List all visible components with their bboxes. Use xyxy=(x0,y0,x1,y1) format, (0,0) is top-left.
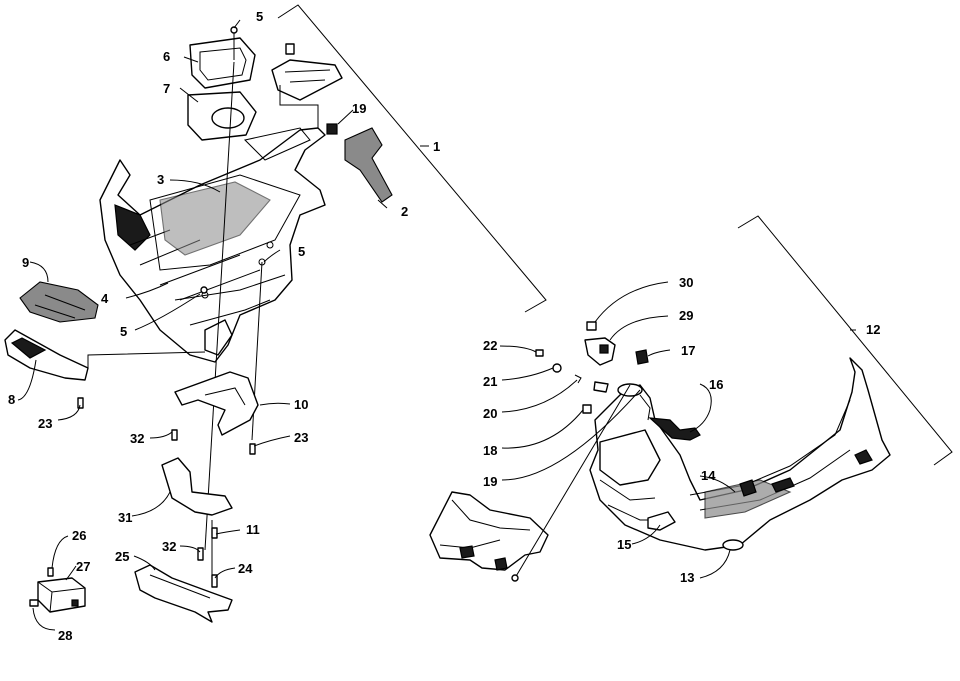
callout-3: 3 xyxy=(157,172,164,187)
callout-15: 15 xyxy=(617,537,631,552)
bracket-plate xyxy=(161,457,233,516)
callout-11: 11 xyxy=(246,522,260,537)
callout-5-low: 5 xyxy=(120,324,127,339)
callout-14: 14 xyxy=(701,468,716,483)
clip-nut-right xyxy=(635,349,649,365)
access-cover xyxy=(647,511,676,531)
trim-piece xyxy=(344,127,393,203)
callout-28: 28 xyxy=(58,628,72,643)
callout-13: 13 xyxy=(680,570,694,585)
hardware-stack xyxy=(535,349,609,414)
callout-20: 20 xyxy=(483,406,497,421)
lower-guard xyxy=(134,564,233,623)
mounting-bracket-lower xyxy=(429,384,631,582)
callout-17: 17 xyxy=(681,343,695,358)
upper-mount-bracket xyxy=(271,43,343,128)
callout-21: 21 xyxy=(483,374,497,389)
side-panel-insert xyxy=(19,281,99,323)
callout-10: 10 xyxy=(294,397,308,412)
callout-29: 29 xyxy=(679,308,693,323)
lower-shield xyxy=(174,371,259,436)
callout-23-left: 23 xyxy=(38,416,52,431)
callout-30: 30 xyxy=(679,275,693,290)
callout-2: 2 xyxy=(401,204,408,219)
clip-nut xyxy=(326,123,338,135)
side-deflector xyxy=(4,329,206,381)
gasket-plate xyxy=(189,37,256,89)
leader-lines xyxy=(17,19,736,631)
callout-6: 6 xyxy=(163,49,170,64)
callout-31: 31 xyxy=(118,510,132,525)
callout-27: 27 xyxy=(76,559,90,574)
callout-8: 8 xyxy=(8,392,15,407)
assembly-bracket-12 xyxy=(737,215,953,466)
reinforcement-plate xyxy=(187,91,257,141)
callout-19-right: 19 xyxy=(483,474,497,489)
callout-1: 1 xyxy=(433,139,440,154)
callout-9: 9 xyxy=(22,255,29,270)
callout-19-left: 19 xyxy=(352,101,366,116)
callout-5-mid: 5 xyxy=(298,244,305,259)
callout-16: 16 xyxy=(709,377,723,392)
callout-4: 4 xyxy=(101,291,109,306)
mirror-bracket xyxy=(584,337,616,366)
assembly-bracket-1 xyxy=(277,4,547,313)
main-body-panel xyxy=(99,127,326,363)
pad xyxy=(586,321,597,331)
callout-23-right: 23 xyxy=(294,430,308,445)
callout-7: 7 xyxy=(163,81,170,96)
lower-body-pan xyxy=(589,357,891,551)
callout-24: 24 xyxy=(238,561,253,576)
callout-25: 25 xyxy=(115,549,129,564)
small-fasteners xyxy=(29,397,256,607)
callout-32-lower: 32 xyxy=(162,539,176,554)
callout-32-upper: 32 xyxy=(130,431,144,446)
callout-22: 22 xyxy=(483,338,497,353)
electronic-module xyxy=(37,577,86,613)
knob-fastener xyxy=(648,417,701,441)
callout-5-top: 5 xyxy=(256,9,263,24)
callout-18: 18 xyxy=(483,443,497,458)
callout-26: 26 xyxy=(72,528,86,543)
callout-12: 12 xyxy=(866,322,880,337)
callout-labels: 1 2 3 4 5 5 5 6 7 8 9 10 11 12 13 14 15 … xyxy=(8,9,880,643)
